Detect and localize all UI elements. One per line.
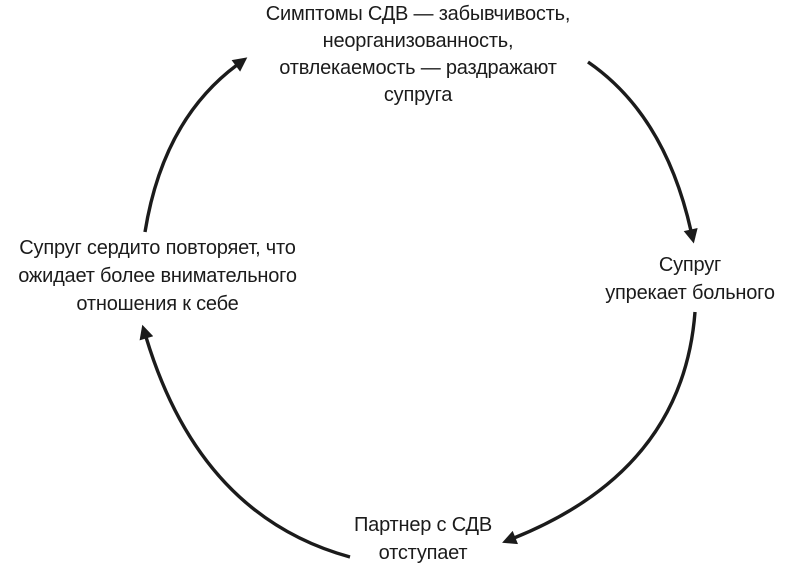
node-text-line: супруга [383,84,453,106]
arrow-bottom-to-left [139,324,351,559]
node-text-line: отвлекаемость — раздражают [279,57,557,79]
node-text-line: отступает [378,542,468,564]
node-text-line: Партнер с СДВ [353,514,493,536]
node-spouse-reproaches: Супруг упрекает больного [591,251,789,307]
node-text-line: упрекает больного [605,282,775,304]
node-text-line: Супруг [658,254,722,276]
arrow-top-to-right [587,60,698,244]
arrow-right-to-bottom [502,311,697,545]
arrow-left-to-top [143,57,248,233]
node-text-line: Симптомы СДВ — забывчивость, [265,3,571,25]
node-partner-retreats: Партнер с СДВ отступает [323,511,523,565]
node-text-line: отношения к себе [76,293,239,315]
node-text-line: Супруг сердито повторяет, что [19,237,296,259]
node-text-line: неорганизованность, [322,30,514,52]
node-adhd-symptoms: Симптомы СДВ — забывчивость, неорганизов… [228,1,608,109]
node-spouse-repeats: Супруг сердито повторяет, что ожидает бо… [0,234,315,318]
node-text-line: ожидает более внимательного [18,265,297,287]
